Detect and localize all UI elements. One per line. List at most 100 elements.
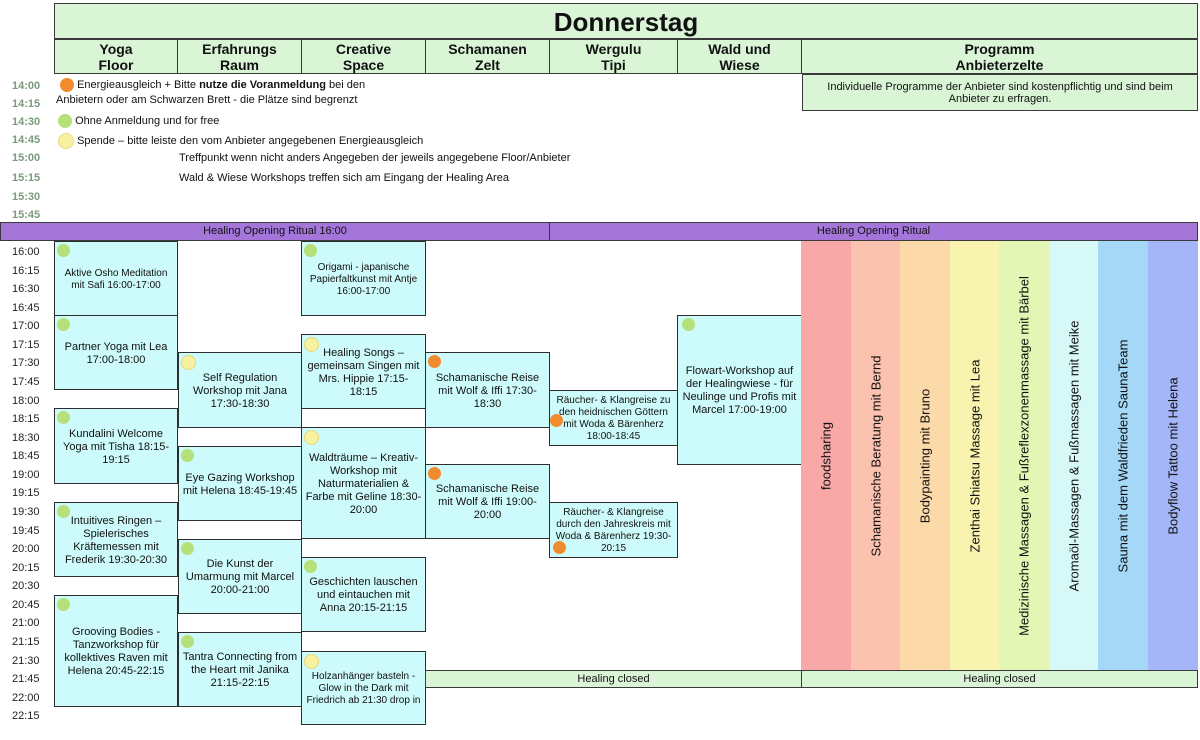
vendor-sauna: Sauna mit dem Waldfrieden SaunaTeam <box>1098 241 1148 670</box>
yellow-dot-icon <box>304 654 319 669</box>
event-text: Origami - japanische Papierfaltkunst mit… <box>309 261 418 297</box>
time-label: 14:00 <box>12 80 41 92</box>
page-title: Donnerstag <box>54 3 1198 39</box>
time-label: 22:00 <box>12 692 40 704</box>
vendor-label: Aromaöl-Massagen & Fußmassagen mit Meike <box>1066 320 1082 591</box>
column-header-yoga-floor: Yoga Floor <box>54 39 178 74</box>
time-label: 21:30 <box>12 655 40 667</box>
event-eye-gazing[interactable]: Eye Gazing Workshop mit Helena 18:45-19:… <box>178 446 302 521</box>
yellow-dot-icon <box>304 430 319 445</box>
event-raeucher-klangreise-1[interactable]: Räucher- & Klangreise zu den heidnischen… <box>549 390 678 446</box>
event-partner-yoga[interactable]: Partner Yoga mit Lea 17:00-18:00 <box>54 315 178 390</box>
event-text: Healing Songs – gemeinsam Singen mit Mrs… <box>307 346 420 398</box>
legend-note-meeting-point: Treffpunkt wenn nicht anders Angegeben d… <box>179 152 571 164</box>
time-label: 20:45 <box>12 599 40 611</box>
event-waldtraeume[interactable]: Waldträume – Kreativ-Workshop mit Naturm… <box>301 427 426 539</box>
event-text: Eye Gazing Workshop mit Helena 18:45-19:… <box>182 471 298 497</box>
orange-dot-icon <box>428 355 441 368</box>
healing-closed-band: Healing closed <box>801 670 1198 688</box>
event-holzanhaenger[interactable]: Holzanhänger basteln - Glow in the Dark … <box>301 651 426 725</box>
vendor-aromaoel-massagen: Aromaöl-Massagen & Fußmassagen mit Meike <box>1049 241 1099 670</box>
event-text: Geschichten lauschen und eintauchen mit … <box>309 576 418 614</box>
yellow-dot-icon <box>304 337 319 352</box>
event-schamanische-reise-2[interactable]: Schamanische Reise mit Wolf & Iffi 19:00… <box>425 464 550 539</box>
vendor-medizinische-massagen: Medizinische Massagen & Fußreflexzonenma… <box>999 241 1049 670</box>
event-kundalini-yoga[interactable]: Kundalini Welcome Yoga mit Tisha 18:15-1… <box>54 408 178 484</box>
smiley-green-icon <box>57 318 70 331</box>
provider-info-note: Individuelle Programme der Anbieter sind… <box>802 74 1198 111</box>
event-text: Schamanische Reise mit Wolf & Iffi 19:00… <box>435 483 540 521</box>
legend-orange-line2: Anbietern oder am Schwarzen Brett - die … <box>56 94 358 106</box>
time-label: 15:30 <box>12 191 41 203</box>
time-label: 16:15 <box>12 265 40 277</box>
event-schamanische-reise-1[interactable]: Schamanische Reise mit Wolf & Iffi 17:30… <box>425 352 550 428</box>
legend-orange: Energieausgleich + Bitte nutze die Voran… <box>60 78 400 93</box>
event-text: Tantra Connecting from the Heart mit Jan… <box>182 651 298 689</box>
event-raeucher-klangreise-2[interactable]: Räucher- & Klangreise durch den Jahreskr… <box>549 502 678 558</box>
smiley-green-icon <box>304 244 317 257</box>
legend-text: bei den <box>325 79 366 91</box>
smiley-green-icon <box>181 635 194 648</box>
event-geschichten-lauschen[interactable]: Geschichten lauschen und eintauchen mit … <box>301 557 426 632</box>
event-text: Räucher- & Klangreise durch den Jahreskr… <box>555 507 672 554</box>
event-text: Grooving Bodies - Tanzworkshop für kolle… <box>64 626 168 677</box>
time-label: 18:45 <box>12 450 40 462</box>
time-label: 16:00 <box>12 246 40 258</box>
time-label: 18:30 <box>12 432 40 444</box>
orange-dot-icon <box>60 78 74 93</box>
time-label: 17:30 <box>12 357 40 369</box>
column-header-creative-space: Creative Space <box>301 39 426 74</box>
column-header-erfahrungs-raum: Erfahrungs Raum <box>177 39 302 74</box>
event-text: Partner Yoga mit Lea 17:00-18:00 <box>64 340 168 366</box>
time-label: 20:15 <box>12 562 40 574</box>
event-osho-meditation[interactable]: Aktive Osho Meditation mit Safi 16:00-17… <box>54 241 178 316</box>
event-intuitives-ringen[interactable]: Intuitives Ringen – Spielerisches Kräfte… <box>54 502 178 577</box>
smiley-green-icon <box>181 542 194 555</box>
vendor-label: Medizinische Massagen & Fußreflexzonenma… <box>1016 275 1032 636</box>
healing-opening-band: Healing Opening Ritual <box>549 222 1198 241</box>
event-origami[interactable]: Origami - japanische Papierfaltkunst mit… <box>301 241 426 316</box>
event-text: Holzanhänger basteln - Glow in the Dark … <box>306 671 421 706</box>
column-header-wald-und-wiese: Wald und Wiese <box>677 39 802 74</box>
vendor-label: Schamanische Beratung mit Bernd <box>868 355 884 556</box>
event-tantra-connecting[interactable]: Tantra Connecting from the Heart mit Jan… <box>178 632 302 707</box>
time-label: 17:45 <box>12 376 40 388</box>
time-label: 17:15 <box>12 339 40 351</box>
time-label: 20:30 <box>12 580 40 592</box>
time-label: 22:15 <box>12 710 40 722</box>
vendor-bodypainting: Bodypainting mit Bruno <box>900 241 950 670</box>
smiley-green-icon <box>57 244 70 257</box>
time-label: 21:15 <box>12 636 40 648</box>
event-kunst-der-umarmung[interactable]: Die Kunst der Umarmung mit Marcel 20:00-… <box>178 539 302 614</box>
event-text: Self Regulation Workshop mit Jana 17:30-… <box>193 371 287 410</box>
smiley-green-icon <box>57 411 70 424</box>
yellow-dot-icon <box>58 133 74 149</box>
smiley-green-icon <box>58 114 72 129</box>
time-label: 21:00 <box>12 617 40 629</box>
time-label: 14:15 <box>12 98 41 110</box>
orange-dot-icon <box>550 414 563 427</box>
orange-dot-icon <box>553 541 566 554</box>
time-label: 18:00 <box>12 395 40 407</box>
event-healing-songs[interactable]: Healing Songs – gemeinsam Singen mit Mrs… <box>301 334 426 409</box>
vendor-label: Zenthai Shiatsu Massage mit Lea <box>967 359 983 552</box>
time-label: 16:30 <box>12 283 40 295</box>
event-text: Räucher- & Klangreise zu den heidnischen… <box>556 395 671 442</box>
vendor-label: Bodyflow Tattoo mit Helena <box>1165 376 1181 535</box>
time-label: 15:45 <box>12 209 41 221</box>
time-label: 14:45 <box>12 134 41 146</box>
healing-opening-band: Healing Opening Ritual 16:00 <box>0 222 550 241</box>
legend-emphasis: nutze die Voranmeldung <box>199 79 326 91</box>
time-label: 19:15 <box>12 487 40 499</box>
time-label: 16:45 <box>12 302 40 314</box>
event-flowart-workshop[interactable]: Flowart-Workshop auf der Healingwiese - … <box>677 315 802 465</box>
orange-dot-icon <box>428 467 441 480</box>
event-text: Flowart-Workshop auf der Healingwiese - … <box>682 365 797 416</box>
time-label: 18:15 <box>12 413 40 425</box>
column-header-wergulu-tipi: Wergulu Tipi <box>549 39 678 74</box>
smiley-green-icon <box>57 505 70 518</box>
event-self-regulation[interactable]: Self Regulation Workshop mit Jana 17:30-… <box>178 352 302 428</box>
event-text: Kundalini Welcome Yoga mit Tisha 18:15-1… <box>63 427 169 466</box>
smiley-green-icon <box>181 449 194 462</box>
event-grooving-bodies[interactable]: Grooving Bodies - Tanzworkshop für kolle… <box>54 595 178 707</box>
